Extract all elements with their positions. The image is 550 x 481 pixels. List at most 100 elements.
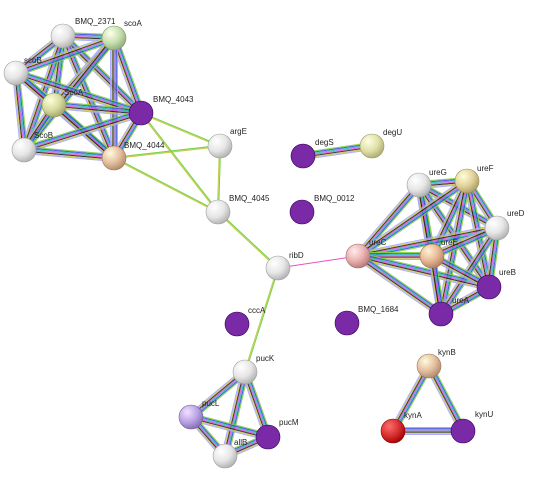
- node-ureD[interactable]: ureD: [484, 209, 525, 241]
- edge-line: [226, 372, 248, 457]
- node-circle[interactable]: [454, 168, 480, 194]
- node-ureA[interactable]: ureA: [428, 296, 470, 327]
- node-circle[interactable]: [101, 25, 127, 51]
- node-circle[interactable]: [380, 418, 406, 444]
- node-BMQ_4044[interactable]: BMQ_4044: [101, 141, 165, 171]
- node-circle[interactable]: [11, 137, 37, 163]
- node-BMQ_0012[interactable]: BMQ_0012: [289, 194, 355, 225]
- node-circle[interactable]: [41, 92, 67, 118]
- node-circle[interactable]: [205, 199, 231, 225]
- node-circle[interactable]: [128, 100, 154, 126]
- node-BMQ_2371[interactable]: BMQ_2371: [50, 17, 116, 49]
- node-circle[interactable]: [476, 274, 502, 300]
- node-allB[interactable]: allB: [212, 438, 247, 469]
- node-kynA[interactable]: kynA: [380, 411, 422, 444]
- edge-ScoB-BMQ_4043: [22, 109, 143, 154]
- node-circle[interactable]: [178, 404, 204, 430]
- node-ribD[interactable]: ribD: [265, 251, 304, 281]
- edge-line: [113, 144, 220, 158]
- node-label: ureD: [507, 209, 525, 218]
- edge-line: [358, 182, 469, 259]
- node-circle[interactable]: [207, 133, 233, 159]
- node-argE[interactable]: argE: [207, 127, 247, 159]
- edge-line: [24, 146, 115, 156]
- node-kynU[interactable]: kynU: [450, 410, 493, 444]
- edge-line: [357, 255, 490, 288]
- edge-line: [114, 146, 221, 160]
- node-cccA[interactable]: cccA: [224, 306, 266, 337]
- edge-line: [277, 255, 359, 269]
- node-circle[interactable]: [232, 359, 258, 385]
- node-circle[interactable]: [428, 301, 454, 327]
- edge-line: [357, 258, 489, 291]
- node-BMQ_1684[interactable]: BMQ_1684: [334, 305, 399, 336]
- node-circle[interactable]: [289, 199, 315, 225]
- edge-line: [356, 178, 467, 255]
- node-circle[interactable]: [419, 243, 445, 269]
- node-circle[interactable]: [450, 418, 476, 444]
- edge-ScoB-BMQ_4044: [23, 146, 115, 162]
- edge-line: [355, 183, 418, 255]
- node-BMQ_4043[interactable]: BMQ_4043: [128, 95, 194, 126]
- node-ureE[interactable]: ureE: [419, 238, 458, 269]
- edge-line: [393, 366, 431, 432]
- node-circle[interactable]: [265, 255, 291, 281]
- node-BMQ_4045[interactable]: BMQ_4045: [205, 194, 270, 225]
- edge-ribD-pucK: [243, 267, 280, 373]
- edge-line: [431, 364, 467, 430]
- edge-line: [430, 364, 466, 431]
- edge-line: [54, 103, 142, 113]
- edge-ribD-ureC: [277, 255, 359, 269]
- node-circle[interactable]: [50, 23, 76, 49]
- node-pucK[interactable]: pucK: [232, 354, 275, 385]
- node-pucL[interactable]: pucL: [178, 399, 220, 430]
- edge-line: [426, 366, 462, 433]
- node-label: kynU: [475, 410, 493, 419]
- node-ureC[interactable]: ureC: [345, 238, 387, 269]
- node-circle[interactable]: [345, 243, 371, 269]
- node-circle[interactable]: [101, 145, 127, 171]
- node-circle[interactable]: [3, 60, 29, 86]
- node-kynB[interactable]: kynB: [416, 348, 456, 379]
- edge-line: [23, 151, 114, 161]
- node-ureG[interactable]: ureG: [406, 168, 447, 198]
- node-circle[interactable]: [255, 424, 281, 450]
- edge-line: [221, 371, 243, 456]
- edge-line: [23, 111, 141, 150]
- node-label: ribD: [289, 251, 304, 260]
- edge-ureD-ureA: [437, 225, 501, 317]
- edge-line: [437, 225, 495, 313]
- edge-line: [359, 252, 444, 312]
- node-circle[interactable]: [212, 443, 238, 469]
- node-circle[interactable]: [224, 311, 250, 337]
- edge-line: [443, 229, 501, 317]
- edge-line: [391, 365, 429, 431]
- edge-line: [23, 150, 114, 160]
- node-ureB[interactable]: ureB: [476, 268, 516, 300]
- node-ScoA[interactable]: ScoA: [41, 88, 84, 118]
- edge-line: [17, 72, 27, 150]
- node-scoB[interactable]: scoB: [3, 56, 42, 86]
- node-label: ureE: [441, 238, 458, 247]
- edge-line: [357, 224, 497, 254]
- edge-line: [18, 72, 28, 150]
- node-pucM[interactable]: pucM: [255, 418, 299, 450]
- edge-line: [356, 183, 419, 256]
- node-label: ureC: [369, 238, 387, 247]
- node-degU[interactable]: degU: [359, 128, 402, 159]
- node-degS[interactable]: degS: [290, 138, 334, 169]
- node-circle[interactable]: [416, 353, 442, 379]
- node-circle[interactable]: [359, 133, 385, 159]
- node-circle[interactable]: [334, 310, 360, 336]
- edge-line: [217, 212, 278, 269]
- node-label: degS: [315, 138, 334, 147]
- node-circle[interactable]: [290, 143, 316, 169]
- edge-kynB-kynA: [389, 364, 433, 433]
- node-circle[interactable]: [484, 215, 510, 241]
- node-circle[interactable]: [406, 172, 432, 198]
- node-ScoB[interactable]: ScoB: [11, 131, 53, 163]
- node-scoA[interactable]: scoA: [101, 19, 142, 51]
- node-ureF[interactable]: ureF: [454, 164, 494, 194]
- node-label: ScoA: [64, 88, 84, 97]
